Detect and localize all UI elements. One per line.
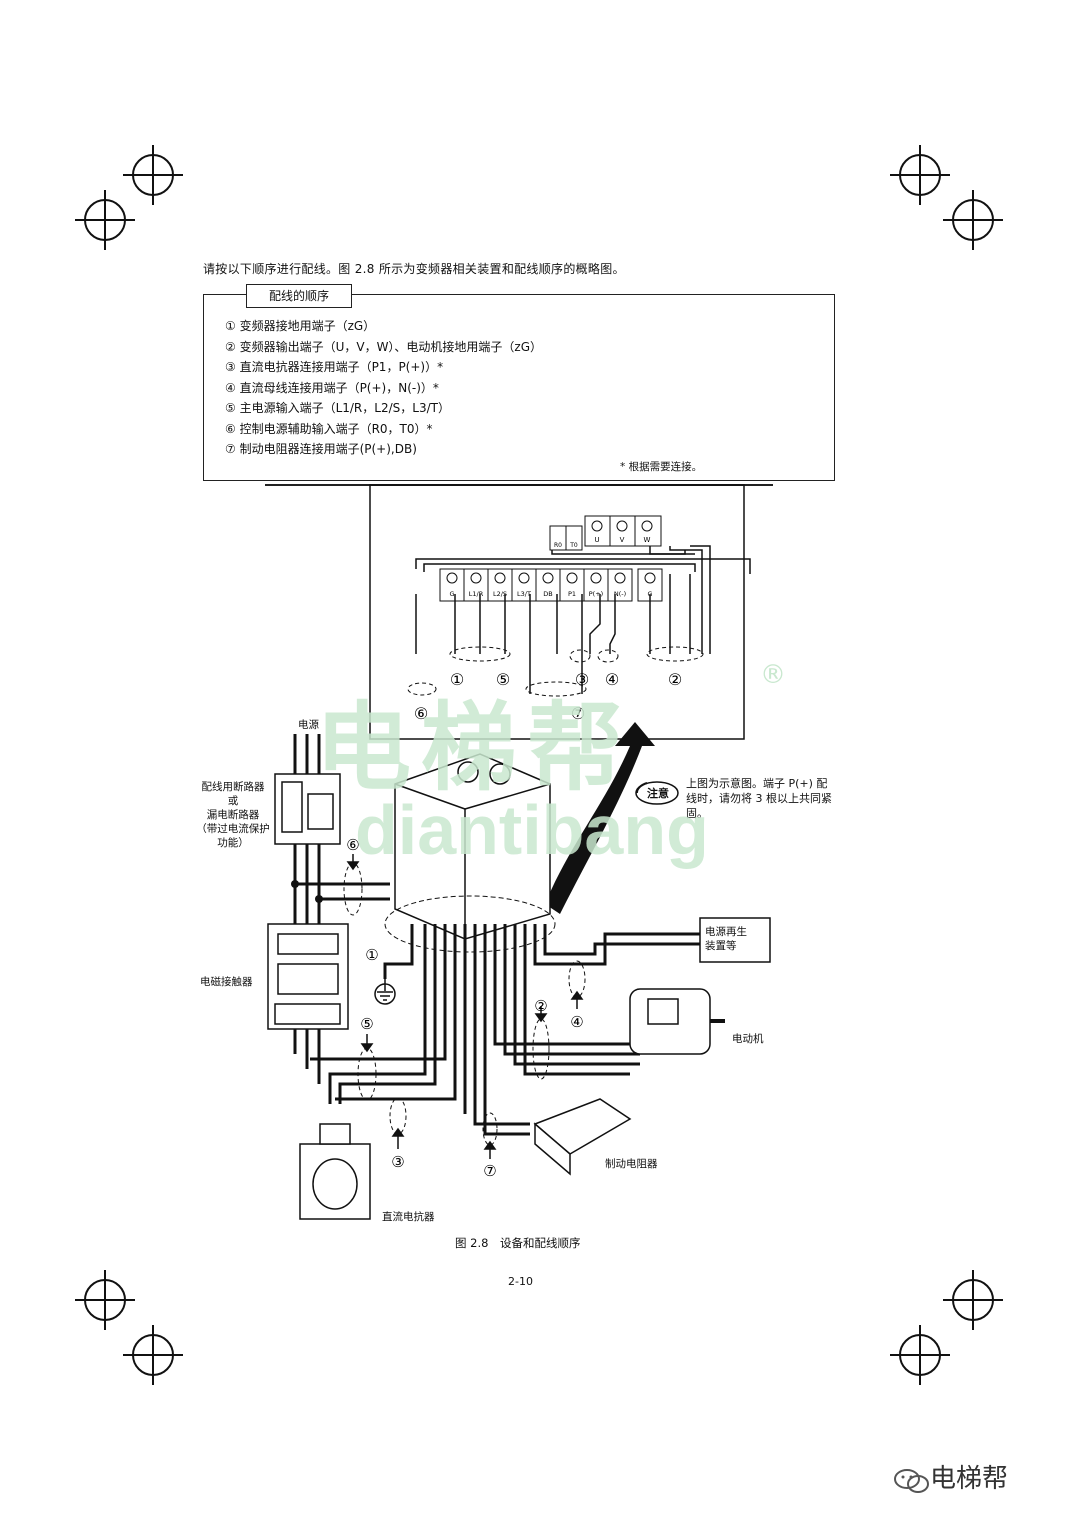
wiring-step: ② 变频器输出端子（U，V，W）、电动机接地用端子（zG） [225, 339, 543, 354]
terminal-screw-icon [542, 572, 554, 584]
terminal-cell [511, 568, 537, 602]
wiring-step: ⑦ 制动电阻器连接用端子(P(+),DB) [225, 442, 417, 456]
wiring-step: ④ 直流母线连接用端子（P(+)，N(-)）* [225, 380, 439, 395]
dc-reactor [299, 1123, 371, 1220]
terminal-screw-icon [470, 572, 482, 584]
ground-icon [374, 979, 396, 1005]
circle-number: ⑤ [360, 1015, 373, 1033]
terminal-block-r0t0: R0 T0 [549, 525, 583, 551]
wechat-icon [894, 1469, 929, 1493]
circle-number: ⑦ [571, 704, 585, 723]
terminal-screw-icon [644, 572, 656, 584]
circle-number: ④ [570, 1013, 583, 1031]
brand-name: 电梯帮 [930, 1464, 1009, 1494]
label-contactor: 电磁接触器 [200, 976, 253, 988]
label-dc-reactor: 直流电抗器 [382, 1211, 435, 1223]
wiring-step: ⑤ 主电源输入端子（L1/R，L2/S，L3/T） [225, 401, 450, 415]
circle-number: ⑥ [346, 836, 359, 854]
registration-mark-icon [943, 190, 1003, 250]
terminal-screw-icon [494, 572, 506, 584]
label-power: 电源 [298, 719, 319, 731]
circle-number: ② [534, 997, 547, 1015]
wiring-order-steps: ① 变频器接地用端子（zG） ② 变频器输出端子（U，V，W）、电动机接地用端子… [225, 316, 542, 460]
terminal-cell [535, 568, 561, 602]
terminal-label: L2/S [493, 590, 507, 598]
label-breaker: 配线用断路器 或 漏电断路器 （带过电流保护 功能） [196, 781, 270, 849]
watermark-en: diantibang [355, 791, 709, 869]
wiring-order-title: 配线的顺序 [246, 284, 352, 308]
terminal-label: R0 [554, 542, 562, 549]
terminal-screw-icon [614, 572, 626, 584]
wiring-step: ⑥ 控制电源辅助输入端子（R0，T0）* [225, 421, 433, 436]
terminal-screw-icon [518, 572, 530, 584]
circle-number: ① [365, 946, 378, 964]
registration-mark-icon [123, 1325, 183, 1385]
terminal-cell [583, 568, 609, 602]
intro-text: 请按以下顺序进行配线。图 2.8 所示为变频器相关装置和配线顺序的概略图。 [203, 262, 625, 276]
inverter [394, 753, 551, 940]
terminal-label: U [594, 536, 599, 544]
watermark-cn: 电梯帮 [315, 692, 633, 804]
terminal-block-uvw: U V W [584, 515, 662, 547]
registration-mark-icon [943, 1270, 1003, 1330]
label-regen: 电源再生 装置等 [705, 926, 747, 952]
caution-text: 上图为示意图。端子 P(+) 配线时，请勿将 3 根以上共同紧固。 [686, 777, 832, 820]
circle-number: ② [668, 670, 682, 689]
watermark-registered: ® [760, 660, 786, 690]
circuit-breaker [274, 773, 341, 845]
terminal-label: L3/T [517, 590, 531, 598]
label-brake-resistor: 制动电阻器 [605, 1158, 658, 1170]
registration-mark-icon [890, 1325, 950, 1385]
magnetic-contactor [267, 923, 349, 1030]
figure-caption: 图 2.8 设备和配线顺序 [455, 1236, 581, 1250]
terminal-screw-icon [446, 572, 458, 584]
circle-number: ④ [605, 670, 619, 689]
terminal-label: T0 [569, 542, 578, 549]
terminal-screw-icon [590, 572, 602, 584]
wiring-order-box [203, 294, 835, 481]
terminal-label: V [620, 536, 625, 544]
terminal-screw-icon [566, 572, 578, 584]
registration-mark-icon [890, 145, 950, 205]
connection-note: * 根据需要连接。 [620, 461, 703, 473]
circle-number: ⑤ [496, 670, 510, 689]
terminal-label: P(+) [589, 590, 603, 598]
terminal-label: DB [543, 590, 552, 598]
caution-badge-label: 注意 [647, 787, 669, 800]
caution-badge-icon [635, 781, 679, 805]
registration-mark-icon [123, 145, 183, 205]
terminal-label: N(-) [614, 590, 626, 598]
circle-number: ③ [575, 670, 589, 689]
wiring-step: ① 变频器接地用端子（zG） [225, 319, 376, 333]
terminal-label: G [449, 590, 454, 598]
circle-number: ① [450, 670, 464, 689]
terminal-cell [439, 568, 465, 602]
terminal-cell [487, 568, 513, 602]
registration-mark-icon [75, 190, 135, 250]
terminal-cell [607, 568, 633, 602]
page-number: 2-10 [508, 1275, 533, 1288]
terminal-label: W [644, 536, 651, 544]
label-motor: 电动机 [732, 1033, 764, 1045]
regen-unit [699, 917, 771, 963]
registration-mark-icon [75, 1270, 135, 1330]
circle-number: ⑥ [414, 704, 428, 723]
wiring-step: ③ 直流电抗器连接用端子（P1，P(+)）* [225, 360, 444, 374]
terminal-label: L1/R [469, 590, 484, 598]
terminal-label: P1 [568, 590, 576, 598]
circle-number: ③ [391, 1153, 404, 1171]
circle-number: ⑦ [483, 1162, 496, 1180]
motor [629, 988, 725, 1055]
brake-resistor [533, 1098, 632, 1176]
